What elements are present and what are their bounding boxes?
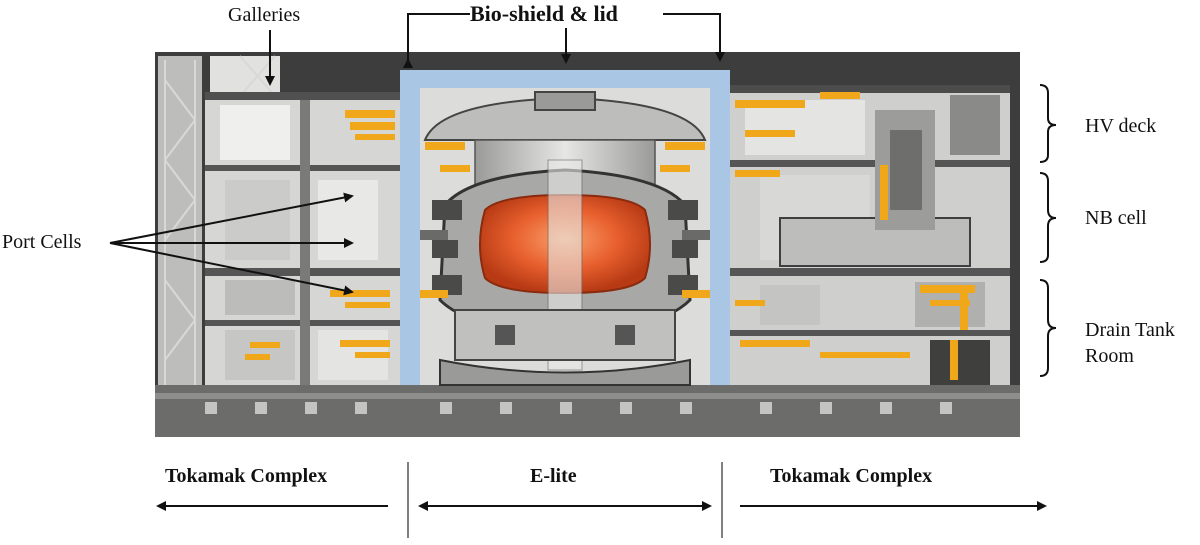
bioshield-bracket [403,13,725,68]
piping-left [245,110,395,360]
bracket-left-arm [403,13,470,68]
bracket-right-arm [663,13,725,62]
hv-deck-label: HV deck [1085,115,1157,137]
piping-right [735,92,975,380]
galleries-label: Galleries [228,4,301,26]
building-render [155,52,1020,437]
bioshield-label: Bio-shield & lid [470,1,618,26]
nb-cell-label: NB cell [1085,207,1147,229]
drain-tank-label-line2: Room [1085,345,1134,367]
region-center-label: E-lite [530,465,577,487]
nb-cell-bracket [1039,172,1057,263]
region-right-label: Tokamak Complex [770,465,933,487]
region-left-label: Tokamak Complex [165,465,328,487]
right-brackets [1039,84,1057,377]
drain-tank-bracket [1039,279,1057,377]
basement-slab [155,385,1020,437]
drain-tank-label-line1: Drain Tank [1085,319,1175,341]
tokamak-machine [420,91,710,386]
port-cells-label: Port Cells [2,231,82,253]
hv-deck-bracket [1039,84,1057,163]
region-dividers [407,462,723,538]
port-cells-arrows [109,192,354,296]
